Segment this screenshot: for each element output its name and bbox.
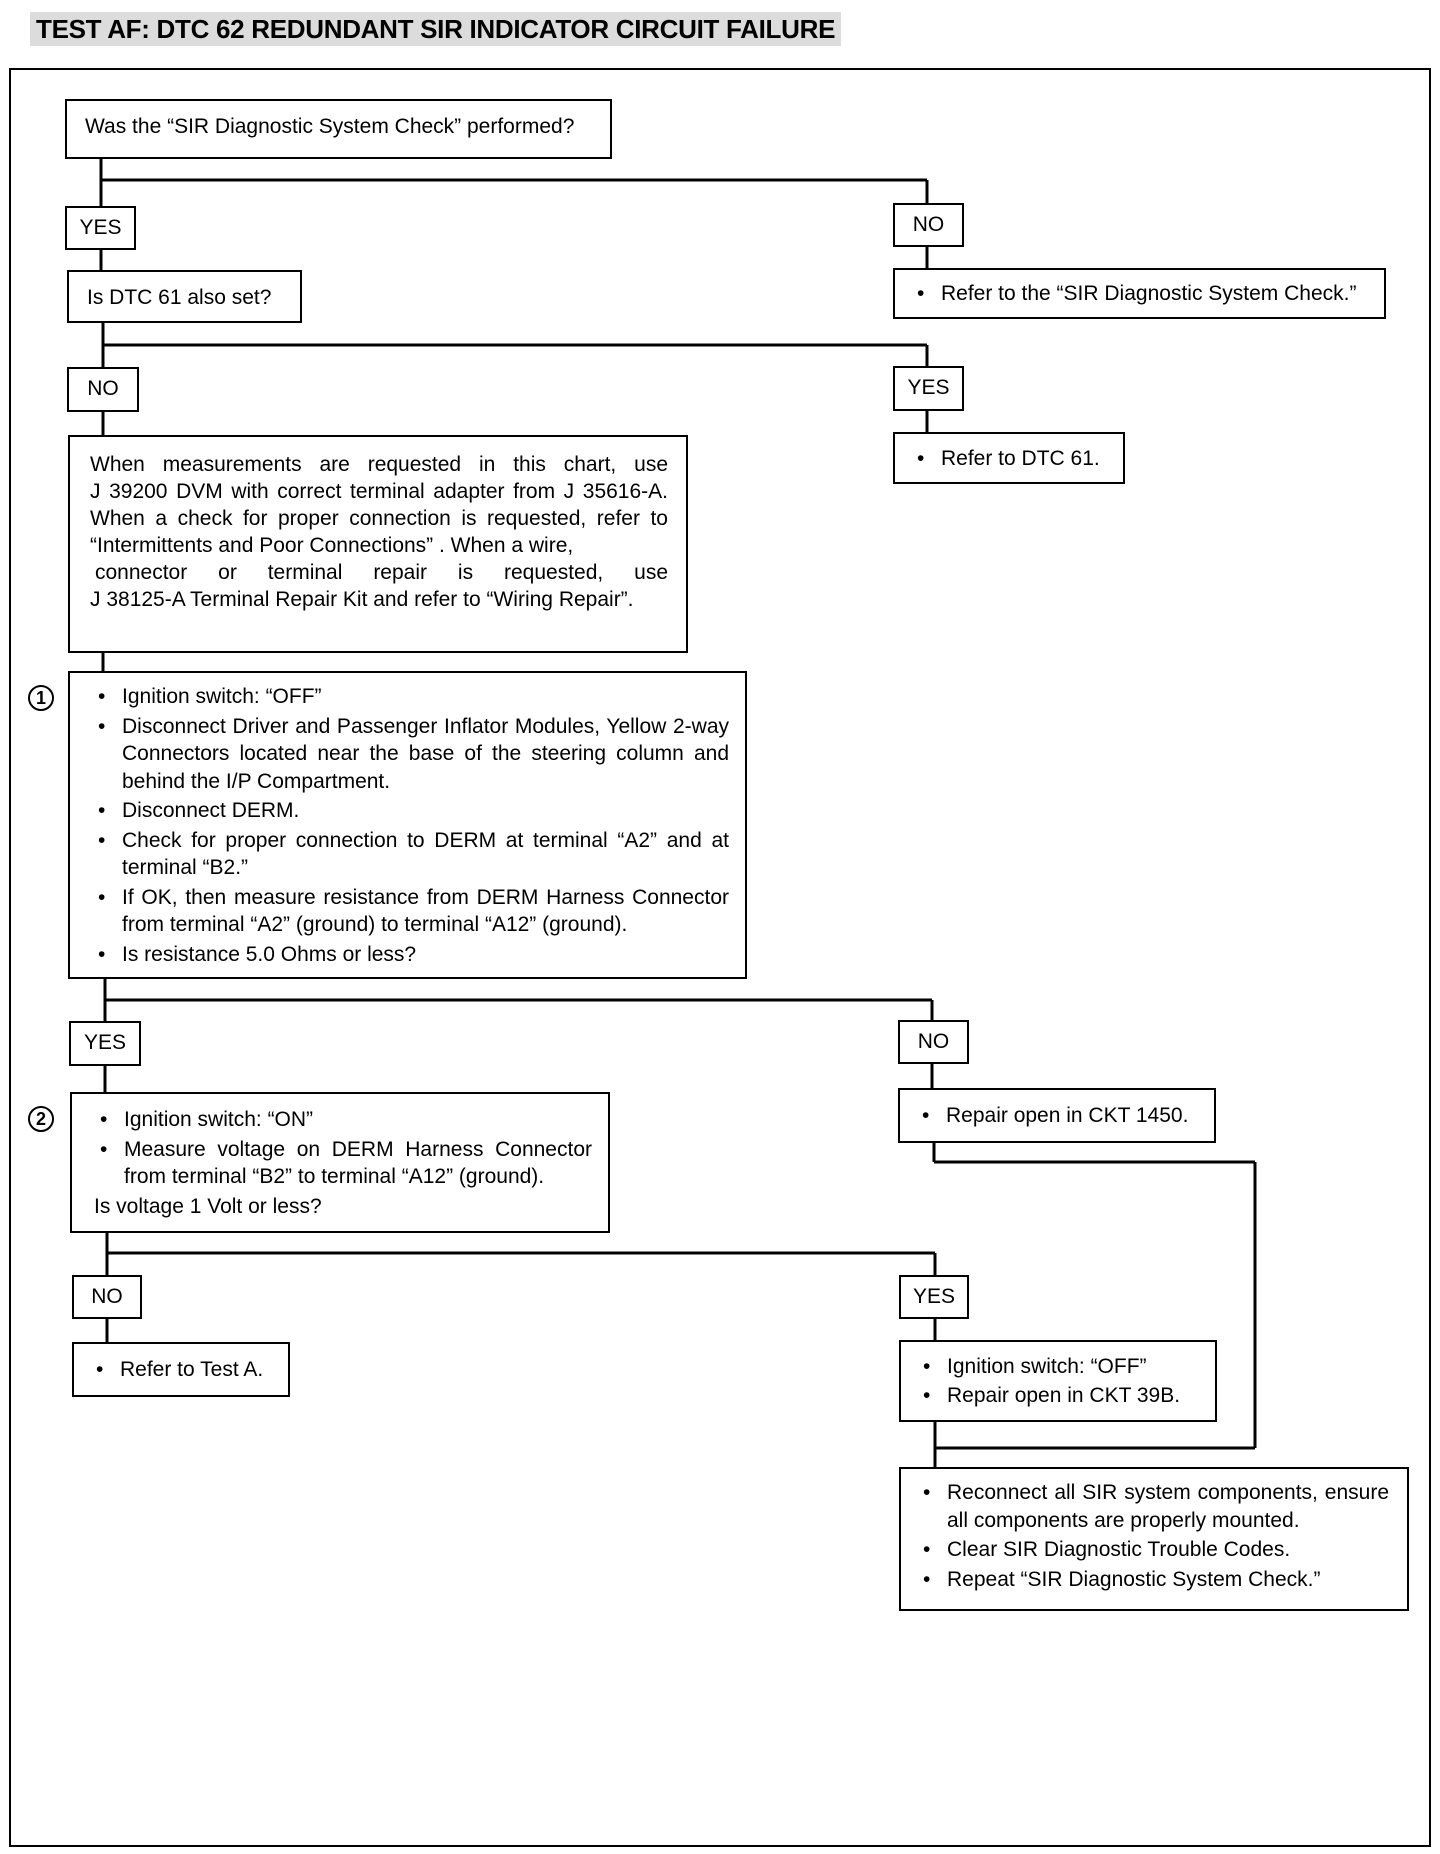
step-2-marker: 2	[28, 1106, 54, 1132]
note-line: When a check for proper connection is re…	[90, 507, 668, 530]
note-line: J 38125-A Terminal Repair Kit and refer …	[90, 588, 634, 611]
action-item: Reconnect all SIR system components, ens…	[917, 1479, 1389, 1534]
step-item: Ignition switch: “OFF”	[92, 683, 729, 711]
step-item: Ignition switch: “ON”	[94, 1106, 592, 1134]
action-item: Refer to DTC 61.	[911, 445, 1107, 472]
note-line: When measurements are requested in this …	[90, 453, 668, 476]
step-item: If OK, then measure resistance from DERM…	[92, 884, 729, 939]
yes-label: YES	[893, 366, 964, 411]
action-item: Repair open in CKT 1450.	[916, 1102, 1198, 1129]
step-item: Disconnect Driver and Passenger Inflator…	[92, 713, 729, 796]
no-label: NO	[72, 1275, 142, 1319]
no-label: NO	[898, 1020, 969, 1064]
page-title: TEST AF: DTC 62 REDUNDANT SIR INDICATOR …	[30, 12, 842, 46]
step-2-question: Is voltage 1 Volt or less?	[94, 1194, 322, 1218]
step-1-marker: 1	[28, 685, 54, 711]
note-line: “Intermittents and Poor Connections” . W…	[90, 534, 574, 557]
step-item: Measure voltage on DERM Harness Connecto…	[94, 1136, 592, 1191]
step-2-instructions: Ignition switch: “ON” Measure voltage on…	[70, 1092, 610, 1233]
action-item: Repeat “SIR Diagnostic System Check.”	[917, 1566, 1389, 1594]
note-line: J 39200 DVM with correct terminal adapte…	[90, 480, 668, 503]
step-item: Check for proper connection to DERM at t…	[92, 827, 729, 882]
action-item: Clear SIR Diagnostic Trouble Codes.	[917, 1536, 1389, 1564]
no-label: NO	[893, 203, 964, 247]
yes-label: YES	[69, 1021, 141, 1066]
question-dtc61: Is DTC 61 also set?	[67, 270, 302, 323]
step-item: Is resistance 5.0 Ohms or less?	[92, 941, 729, 969]
no-label: NO	[67, 367, 139, 412]
note-line: connector or terminal repair is requeste…	[95, 561, 668, 584]
action-item: Repair open in CKT 39B.	[917, 1381, 1199, 1410]
action-item: Refer to Test A.	[90, 1356, 272, 1383]
question-sir-check: Was the “SIR Diagnostic System Check” pe…	[65, 99, 612, 159]
action-repair-ckt-1450: Repair open in CKT 1450.	[898, 1088, 1216, 1143]
step-1-instructions: Ignition switch: “OFF” Disconnect Driver…	[68, 671, 747, 979]
yes-label: YES	[899, 1275, 969, 1319]
action-reconnect-and-recheck: Reconnect all SIR system components, ens…	[899, 1467, 1409, 1611]
diagram-frame	[9, 68, 1431, 1847]
yes-label: YES	[65, 206, 136, 250]
action-item: Ignition switch: “OFF”	[917, 1352, 1199, 1381]
action-repair-ckt-39b: Ignition switch: “OFF” Repair open in CK…	[899, 1340, 1217, 1422]
step-item: Disconnect DERM.	[92, 797, 729, 825]
action-refer-test-a: Refer to Test A.	[72, 1342, 290, 1397]
action-refer-sir-check: Refer to the “SIR Diagnostic System Chec…	[893, 268, 1386, 319]
measurement-note: When measurements are requested in this …	[68, 435, 688, 653]
action-refer-dtc61: Refer to DTC 61.	[893, 432, 1125, 484]
action-item: Refer to the “SIR Diagnostic System Chec…	[911, 280, 1368, 307]
